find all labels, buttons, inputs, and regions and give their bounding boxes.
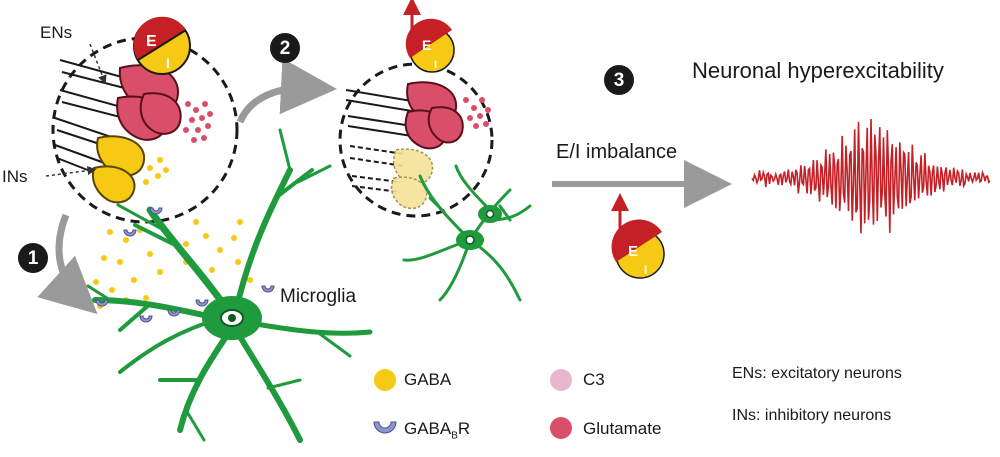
imbalance-label: E/I imbalance bbox=[556, 141, 678, 163]
inhibitory-terminals bbox=[92, 135, 146, 204]
svg-text:I: I bbox=[644, 263, 647, 277]
legend-gabab-receptor-label: GABABR bbox=[404, 419, 471, 442]
badge-e-text: E bbox=[146, 33, 157, 50]
legend-gabab-receptor-swatch bbox=[373, 421, 397, 434]
abbr-ens: ENs: excitatory neurons bbox=[732, 365, 902, 382]
badge-i-text: I bbox=[166, 55, 170, 71]
ei-balance-badge-left: E I bbox=[133, 16, 191, 75]
svg-text:E: E bbox=[628, 243, 638, 260]
excitatory-terminals bbox=[116, 64, 182, 141]
ens-pointer-label: ENs bbox=[40, 23, 73, 42]
svg-text:I: I bbox=[434, 59, 437, 71]
ei-badge-right: E I bbox=[611, 193, 665, 279]
hyperexcitability-trace bbox=[751, 118, 991, 234]
microglia-label: Microglia bbox=[280, 286, 357, 307]
synapse-zoom-middle bbox=[338, 62, 494, 218]
gaba-cloud bbox=[93, 219, 253, 309]
legend-glutamate-label: Glutamate bbox=[583, 419, 662, 438]
step-1-badge: 1 bbox=[18, 243, 48, 273]
glutamate-vesicles bbox=[183, 101, 213, 143]
step-2-badge: 2 bbox=[270, 33, 300, 63]
legend-gaba-swatch bbox=[374, 369, 396, 391]
svg-text:E: E bbox=[422, 37, 431, 53]
synapse-zoom-left bbox=[51, 36, 239, 224]
ei-badge-middle: E I bbox=[403, 0, 455, 73]
abbr-ins: INs: inhibitory neurons bbox=[732, 407, 892, 424]
legend-c3-swatch bbox=[550, 369, 572, 391]
step-3-badge: 3 bbox=[604, 65, 634, 95]
diagram-title: Neuronal hyperexcitability bbox=[692, 58, 944, 83]
gabab-receptors bbox=[95, 207, 275, 323]
legend-glutamate-swatch bbox=[550, 417, 572, 439]
legend-gaba-label: GABA bbox=[404, 370, 452, 389]
legend-c3-label: C3 bbox=[583, 370, 605, 389]
ins-pointer-label: INs bbox=[2, 167, 28, 186]
